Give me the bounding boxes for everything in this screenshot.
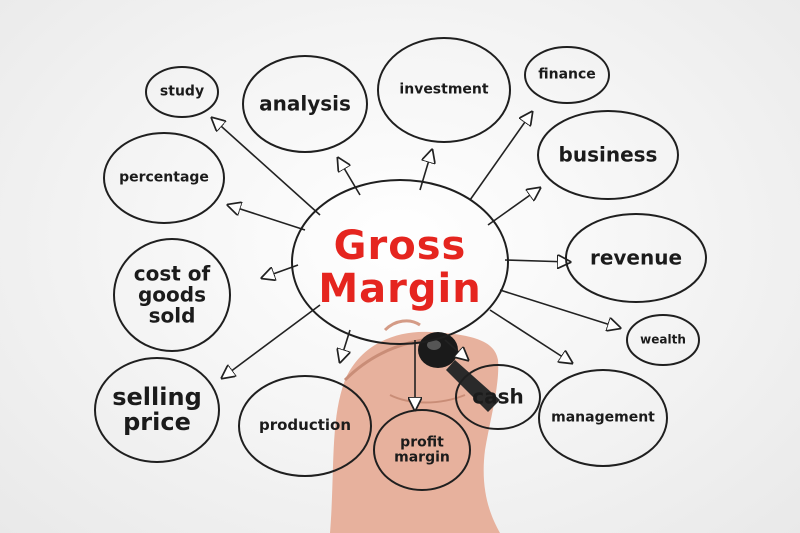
connectors [212,112,620,410]
label-analysis: analysis [259,91,351,116]
center-title: Gross Margin [318,222,482,312]
label-cash: cash [472,384,524,409]
label-cost-line3: sold [148,303,196,328]
bubble-management [538,369,668,467]
label-selling-line2: price [123,408,191,436]
label-profit-line1: profit [400,434,444,451]
label-production: production [258,416,352,435]
bubble-analysis [242,55,368,153]
bubble-cost [113,238,231,352]
label-finance: finance [538,66,596,83]
label-percentage: percentage [119,169,209,186]
label-profit-line2: margin [394,449,450,465]
label-cost-of-goods-sold: cost of goods sold [133,261,211,328]
center-title-line2: Margin [318,266,482,312]
label-revenue: revenue [589,245,683,270]
bubble-selling [94,357,220,463]
label-selling-price: selling price [112,382,202,436]
bubble-business [537,110,679,200]
bubble-wealth [626,314,700,366]
label-management: management [551,409,655,426]
bubble-revenue [565,213,707,303]
bubbles [94,37,707,491]
label-profit-margin: profit margin [394,435,450,464]
bubble-percentage [103,132,225,224]
label-wealth: wealth [640,332,686,347]
bubble-finance [524,46,610,104]
label-business: business [558,142,658,167]
center-title-line1: Gross [333,222,467,269]
label-cost-line1: cost of [133,261,211,286]
label-study: study [159,83,205,100]
bubble-profit [373,409,471,491]
bubble-study [145,66,219,118]
label-investment: investment [399,81,489,98]
bubble-cash [455,364,541,430]
center-bubble [291,179,509,345]
label-cost-line2: goods [137,282,207,307]
bubble-investment [377,37,511,143]
label-selling-line1: selling [112,382,202,411]
bubble-production [238,375,372,477]
